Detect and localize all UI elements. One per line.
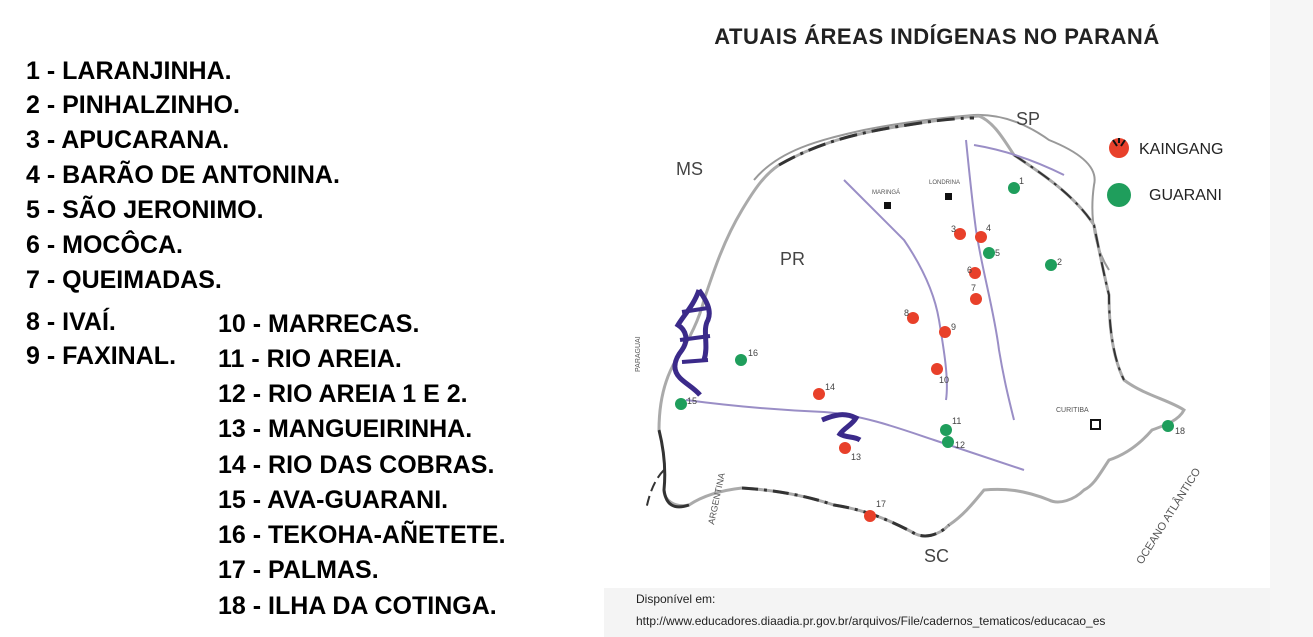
marker-12 <box>942 436 954 448</box>
sc-label: SC <box>924 546 949 566</box>
marker-label-18: 18 <box>1175 426 1185 436</box>
londrina-label: LONDRINA <box>929 180 960 186</box>
list-item: 2 - PINHALZINHO. <box>26 91 240 119</box>
argentina-border <box>645 469 665 511</box>
list-item: 12 - RIO AREIA 1 E 2. <box>218 380 468 408</box>
marker-label-4: 4 <box>986 223 991 233</box>
paraguai-label: PARAGUAI <box>635 336 642 372</box>
iguacu-river <box>685 399 1025 471</box>
argentina-label: ARGENTINA <box>706 472 727 525</box>
marker-16 <box>735 354 747 366</box>
list-item: 10 - MARRECAS. <box>218 310 420 338</box>
kaingang-legend-label: KAINGANG <box>1139 141 1223 158</box>
pr-label: PR <box>780 249 805 269</box>
marker-label-14: 14 <box>825 382 835 392</box>
curitiba-city <box>1090 419 1101 430</box>
itaipu-reservoir <box>672 288 712 397</box>
marker-3 <box>954 228 966 240</box>
guarani-legend-label: GUARANI <box>1149 187 1222 204</box>
list-item: 17 - PALMAS. <box>218 556 379 584</box>
legend: KAINGANG GUARANI <box>1107 138 1223 207</box>
list-item: 11 - RIO AREIA. <box>218 345 402 373</box>
marker-label-1: 1 <box>1019 176 1024 186</box>
map-title: ATUAIS ÁREAS INDÍGENAS NO PARANÁ <box>714 24 1160 49</box>
marker-9 <box>939 326 951 338</box>
maringa-city <box>884 202 891 209</box>
marker-label-16: 16 <box>748 348 758 358</box>
guarani-legend-icon <box>1107 183 1131 207</box>
north-border <box>778 116 975 167</box>
list-item: 6 - MOCÔCA. <box>26 231 183 259</box>
marker-label-13: 13 <box>851 452 861 462</box>
ivai-river <box>843 179 948 401</box>
maringa-label: MARINGÁ <box>872 189 900 196</box>
marker-14 <box>813 388 825 400</box>
territory-list: 1 - LARANJINHA. 2 - PINHALZINHO. 3 - APU… <box>0 0 600 637</box>
marker-label-3: 3 <box>951 224 956 234</box>
marker-label-15: 15 <box>687 396 697 406</box>
map-panel: ATUAIS ÁREAS INDÍGENAS NO PARANÁ MARINGÁ… <box>604 0 1270 590</box>
list-item: 7 - QUEIMADAS. <box>26 266 222 294</box>
marker-13 <box>839 442 851 454</box>
sp-label: SP <box>1016 109 1040 129</box>
reservoir-branches <box>679 306 711 364</box>
list-item: 3 - APUCARANA. <box>26 126 230 154</box>
marker-label-8: 8 <box>904 308 909 318</box>
marker-label-12: 12 <box>955 440 965 450</box>
list-item: 1 - LARANJINHA. <box>26 57 232 85</box>
marker-label-10: 10 <box>939 375 949 385</box>
marker-17 <box>864 510 876 522</box>
tibagi-river <box>965 139 1015 421</box>
list-item: 13 - MANGUEIRINHA. <box>218 415 473 443</box>
list-item: 9 - FAXINAL. <box>26 342 177 370</box>
marker-15 <box>675 398 687 410</box>
list-item: 5 - SÃO JERONIMO. <box>26 196 264 224</box>
londrina-city <box>945 193 952 200</box>
state-border <box>753 113 1110 271</box>
marker-5 <box>983 247 995 259</box>
parana-map: MARINGÁ LONDRINA CURITIBA MS SP PR SC PA… <box>635 109 1223 567</box>
marker-10 <box>931 363 943 375</box>
list-item: 8 - IVAÍ. <box>26 308 116 336</box>
list-item: 18 - ILHA DA COTINGA. <box>218 592 497 620</box>
list-item: 4 - BARÃO DE ANTONINA. <box>26 161 340 189</box>
curitiba-label: CURITIBA <box>1056 407 1089 414</box>
marker-label-11: 11 <box>952 416 961 426</box>
source-url: http://www.educadores.diaadia.pr.gov.br/… <box>636 614 1106 628</box>
source-label: Disponível em: <box>636 592 716 606</box>
iguacu-reservoir <box>821 412 862 443</box>
ocean-label: OCEANO ATLÂNTICO <box>1134 465 1204 566</box>
ms-label: MS <box>676 159 703 179</box>
marker-6 <box>969 267 981 279</box>
marker-4 <box>975 231 987 243</box>
marker-label-9: 9 <box>951 322 956 332</box>
list-item: 16 - TEKOHA-AÑETETE. <box>218 521 506 549</box>
kaingang-legend-mark <box>1112 138 1126 147</box>
marker-11 <box>940 424 952 436</box>
marker-8 <box>907 312 919 324</box>
marker-2 <box>1045 259 1057 271</box>
page-edge <box>1270 0 1313 637</box>
marker-7 <box>970 293 982 305</box>
paranapanema-river <box>973 144 1065 176</box>
parana-outline <box>657 114 1186 538</box>
marker-18 <box>1162 420 1174 432</box>
marker-label-7: 7 <box>971 283 976 293</box>
marker-label-5: 5 <box>995 248 1000 258</box>
list-item: 14 - RIO DAS COBRAS. <box>218 451 495 479</box>
south-border <box>741 486 951 538</box>
list-item: 15 - AVA-GUARANI. <box>218 486 449 514</box>
marker-label-2: 2 <box>1057 257 1062 267</box>
west-border <box>657 429 690 509</box>
marker-label-6: 6 <box>967 265 972 275</box>
marker-1 <box>1008 182 1020 194</box>
marker-label-17: 17 <box>876 499 886 509</box>
source-footer: Disponível em: http://www.educadores.dia… <box>604 588 1270 637</box>
